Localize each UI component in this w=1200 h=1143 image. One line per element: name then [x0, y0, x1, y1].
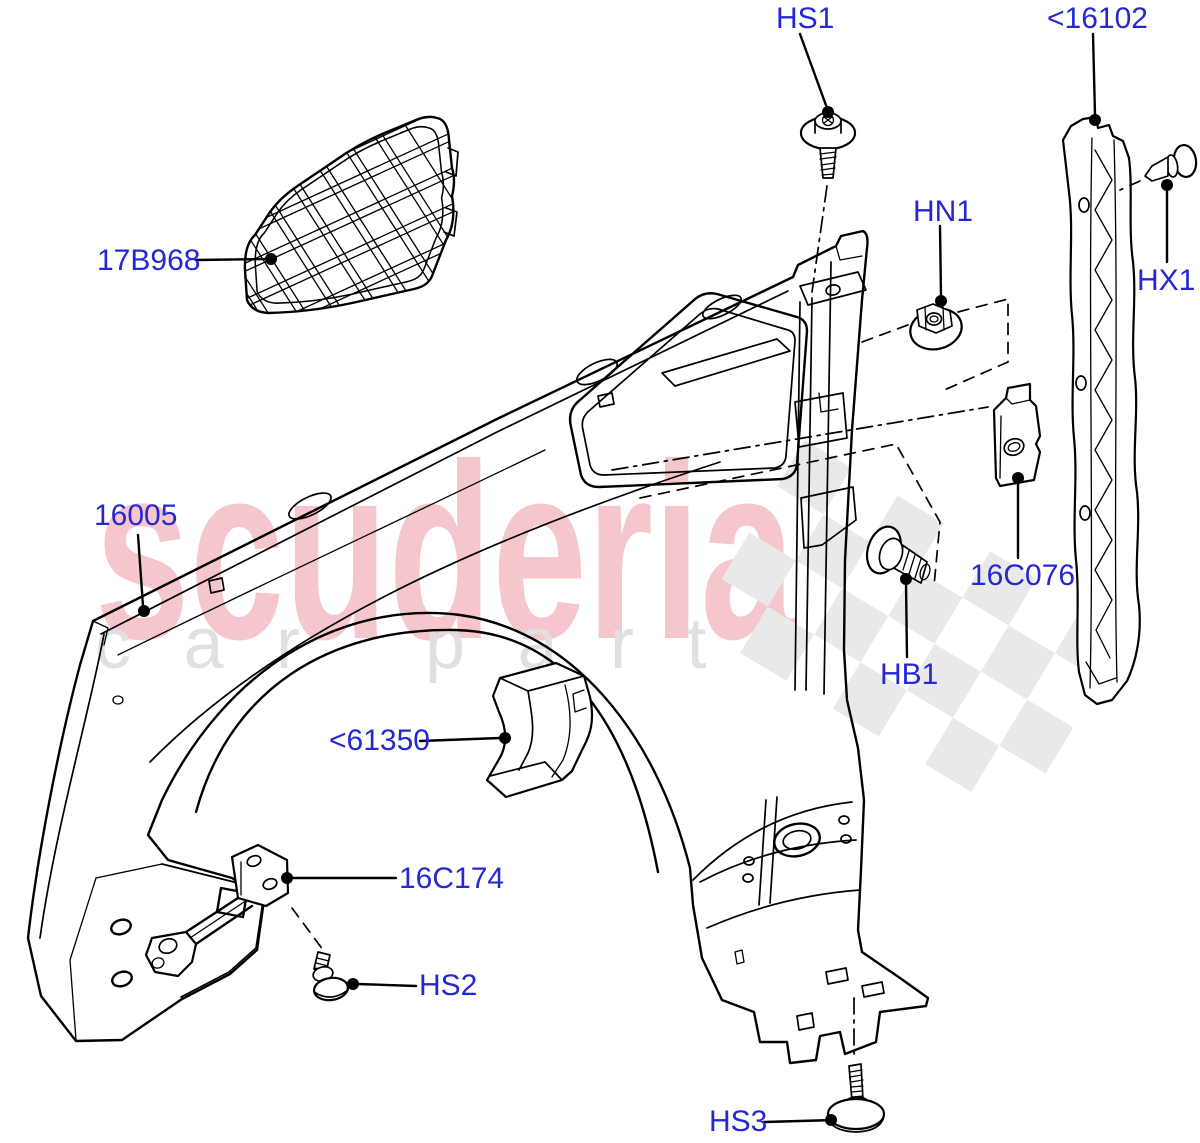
- part-label-hs3: HS3: [709, 1105, 768, 1138]
- part-label-hn1: HN1: [913, 195, 974, 228]
- leader-lines: [136, 32, 1173, 1126]
- watermark: scuderia car parts: [95, 412, 1130, 793]
- screw-hs3-part: [826, 1063, 886, 1133]
- part-label-16c076: 16C076: [970, 559, 1076, 592]
- bracket-16c076-part: [992, 382, 1042, 488]
- reinforcement-part: [1061, 115, 1141, 706]
- part-label-17b968: 17B968: [97, 244, 201, 277]
- screw-hs2-part: [312, 951, 350, 1002]
- bracket-61350-part: [485, 661, 594, 799]
- part-label-16c174: 16C174: [399, 862, 505, 895]
- bracket-16c174-part: [144, 843, 290, 978]
- construction-lines: [291, 180, 1141, 1061]
- part-label-hx1: HX1: [1137, 264, 1196, 297]
- part-label-16102: <16102: [1047, 2, 1148, 35]
- part-label-hb1: HB1: [880, 658, 939, 691]
- bolt-hb1-part: [865, 525, 931, 584]
- part-label-hs2: HS2: [419, 969, 478, 1002]
- watermark-tagline-text: car parts: [95, 604, 795, 684]
- part-label-hs1: HS1: [776, 2, 835, 35]
- fastener-hx1-part: [1144, 143, 1198, 182]
- part-label-16005: 16005: [94, 499, 178, 532]
- fender-panel-part: [26, 229, 930, 1065]
- screw-hs1-part: [799, 112, 857, 179]
- part-label-61350: <61350: [329, 724, 430, 757]
- nut-hn1-part: [909, 303, 963, 351]
